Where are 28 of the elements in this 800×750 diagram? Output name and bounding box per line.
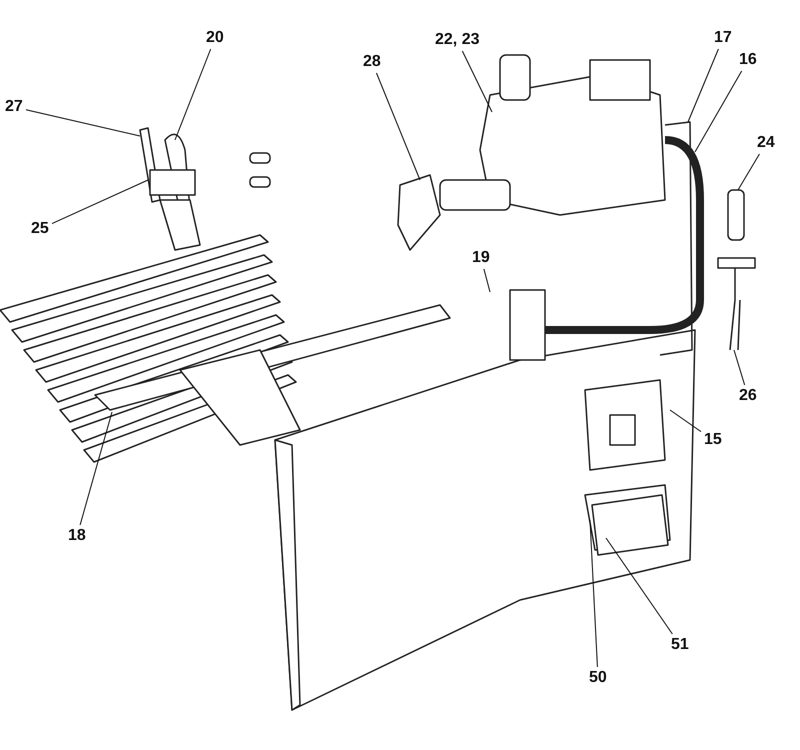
leader-line: [174, 48, 212, 140]
callout-number: 22, 23: [434, 31, 480, 49]
callout-number: 25: [30, 220, 50, 238]
callout-number: 26: [738, 387, 758, 405]
callout-number: 16: [738, 51, 758, 69]
callout-number: 20: [205, 29, 225, 47]
leader-line: [52, 180, 148, 224]
callout-number: 51: [670, 636, 690, 654]
callout-number: 18: [67, 527, 87, 545]
callout-number: 17: [713, 29, 733, 47]
leader-line: [694, 70, 742, 152]
callout-number: 27: [4, 98, 24, 116]
leader-line: [590, 520, 598, 668]
leader-line: [376, 72, 420, 180]
leader-line: [734, 350, 746, 386]
leader-line: [738, 154, 760, 190]
leader-line: [606, 538, 673, 634]
leader-line: [670, 410, 702, 432]
leader-line: [26, 109, 140, 136]
callout-number: 28: [362, 53, 382, 71]
callout-number: 24: [756, 134, 776, 152]
leader-line: [80, 412, 112, 526]
leader-line: [462, 50, 492, 112]
leader-line: [483, 268, 490, 292]
leader-line: [688, 48, 719, 122]
callout-number: 50: [588, 669, 608, 687]
callout-number: 15: [703, 431, 723, 449]
callout-number: 19: [471, 249, 491, 267]
